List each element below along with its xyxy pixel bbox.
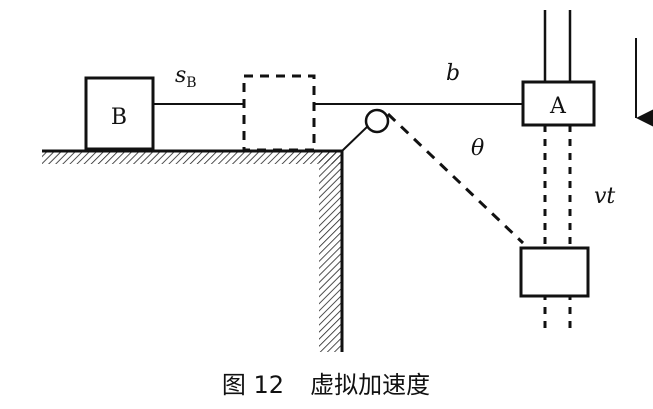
label-b: b: [446, 61, 460, 86]
block-a-label: A: [549, 94, 567, 119]
label-s: sB: [175, 63, 197, 91]
pulley: [364, 108, 390, 134]
table-hatching: [42, 152, 342, 164]
block-a: A: [521, 80, 596, 127]
block-b-displaced: [242, 74, 316, 152]
ground: [42, 149, 344, 352]
block-b-box: [84, 76, 155, 151]
block-a-displaced: [519, 246, 590, 298]
wall-hatching: [319, 152, 342, 352]
label-theta: θ: [471, 136, 484, 161]
label-s-subscript: B: [186, 75, 196, 91]
pulley-support: [341, 125, 369, 152]
block-b-label: B: [111, 105, 127, 130]
figure-caption: 图 12 虚拟加速度: [222, 371, 430, 399]
block-b: B: [84, 76, 155, 151]
inclined-rope-dashed: [386, 112, 525, 245]
caption-title: 虚拟加速度: [310, 371, 430, 399]
caption-number: 图 12: [222, 371, 284, 399]
label-s-main: s: [175, 63, 186, 88]
block-a-box: [521, 80, 596, 127]
label-vt: vt: [594, 184, 615, 209]
